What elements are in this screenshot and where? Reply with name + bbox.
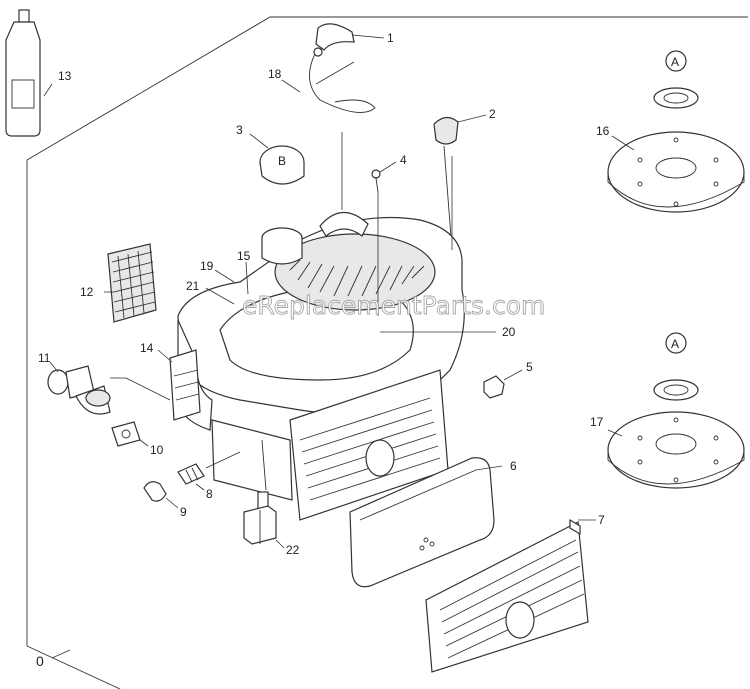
callout-8: 8 bbox=[206, 487, 213, 501]
mounting-plate-part[interactable] bbox=[607, 87, 745, 213]
callout-21: 21 bbox=[186, 279, 200, 293]
callout-14: 14 bbox=[140, 341, 154, 355]
callout-6: 6 bbox=[510, 459, 517, 473]
muffler-part[interactable] bbox=[349, 457, 495, 588]
callout-9: 9 bbox=[180, 505, 187, 519]
watermark-text: eReplacementParts.com bbox=[242, 291, 545, 320]
starter-handle-part[interactable] bbox=[315, 23, 355, 51]
svg-text:B: B bbox=[278, 154, 286, 168]
callout-3: 3 bbox=[236, 123, 243, 137]
gasket-part[interactable] bbox=[111, 421, 141, 447]
engine-assembly[interactable] bbox=[177, 211, 465, 521]
callout-19: 19 bbox=[200, 259, 214, 273]
callout-11: 11 bbox=[38, 351, 51, 365]
callout-15: 15 bbox=[237, 249, 251, 263]
mounting-plate-lower-part[interactable] bbox=[607, 379, 745, 489]
callout-5: 5 bbox=[526, 360, 533, 374]
detail-a-marker-top bbox=[665, 50, 687, 72]
detail-a-label-bottom: A bbox=[671, 337, 679, 351]
callout-18: 18 bbox=[268, 67, 282, 81]
starter-rope-part[interactable] bbox=[309, 47, 376, 113]
assembly-boundary bbox=[26, 16, 748, 161]
callout-4: 4 bbox=[400, 153, 407, 167]
spacer-part[interactable] bbox=[243, 491, 277, 545]
nut-part[interactable] bbox=[483, 375, 505, 399]
oil-bottle-part[interactable] bbox=[5, 9, 41, 137]
callout-12: 12 bbox=[80, 285, 94, 299]
detail-a-marker-bottom bbox=[665, 332, 687, 354]
air-filter-part[interactable] bbox=[107, 243, 157, 323]
callout-13: 13 bbox=[58, 69, 72, 83]
leader-lines bbox=[43, 34, 635, 659]
dipstick-part[interactable] bbox=[433, 116, 459, 251]
callout-17: 17 bbox=[590, 415, 604, 429]
callout-1: 1 bbox=[387, 31, 394, 45]
callout-22: 22 bbox=[286, 543, 300, 557]
muffler-guard-part[interactable] bbox=[425, 518, 589, 673]
callout-10: 10 bbox=[150, 443, 164, 457]
callout-0: 0 bbox=[36, 653, 44, 669]
callout-20: 20 bbox=[502, 325, 516, 339]
side-cover-part[interactable] bbox=[169, 349, 201, 421]
plug-cap-part[interactable] bbox=[143, 481, 167, 502]
carburetor-part[interactable] bbox=[47, 365, 111, 415]
screw-part[interactable] bbox=[371, 169, 381, 193]
detail-a-label-top: A bbox=[671, 55, 679, 69]
callout-16: 16 bbox=[596, 124, 610, 138]
fuel-cap-part[interactable]: B bbox=[259, 145, 305, 185]
callout-2: 2 bbox=[489, 107, 496, 121]
callout-7: 7 bbox=[598, 513, 605, 527]
spark-plug-part[interactable] bbox=[177, 463, 205, 485]
